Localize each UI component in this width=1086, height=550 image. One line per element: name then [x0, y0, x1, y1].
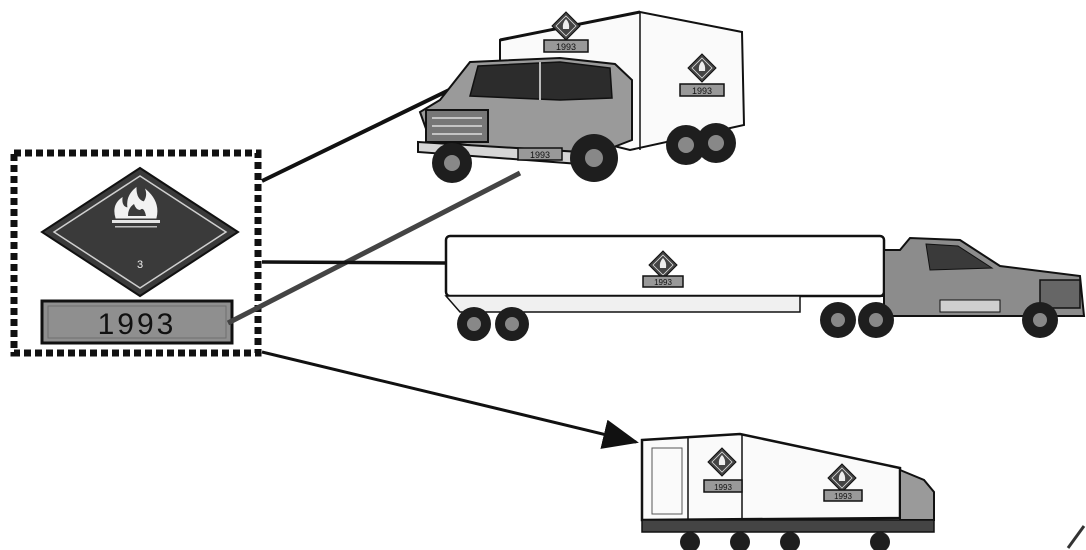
- container-un-number-side: 1993: [834, 492, 852, 501]
- truck-un-number-front: 1993: [530, 150, 550, 160]
- arrow-to-container: [262, 352, 636, 442]
- truck-un-number-side: 1993: [692, 86, 712, 96]
- hazard-placard: 3: [42, 168, 238, 296]
- container-un-number-door: 1993: [714, 483, 732, 492]
- container-chassis: 1993 1993: [642, 434, 934, 550]
- straight-truck: 1993 1993 1993: [418, 12, 744, 183]
- corner-mark: [1068, 526, 1084, 548]
- trailer-un-number: 1993: [654, 278, 672, 287]
- truck-un-number-top: 1993: [556, 42, 576, 52]
- un-number-panel: 1993: [42, 301, 232, 343]
- un-number-text: 1993: [98, 308, 177, 341]
- hazard-class-number: 3: [137, 259, 143, 271]
- tractor-trailer: 1993: [446, 236, 1084, 341]
